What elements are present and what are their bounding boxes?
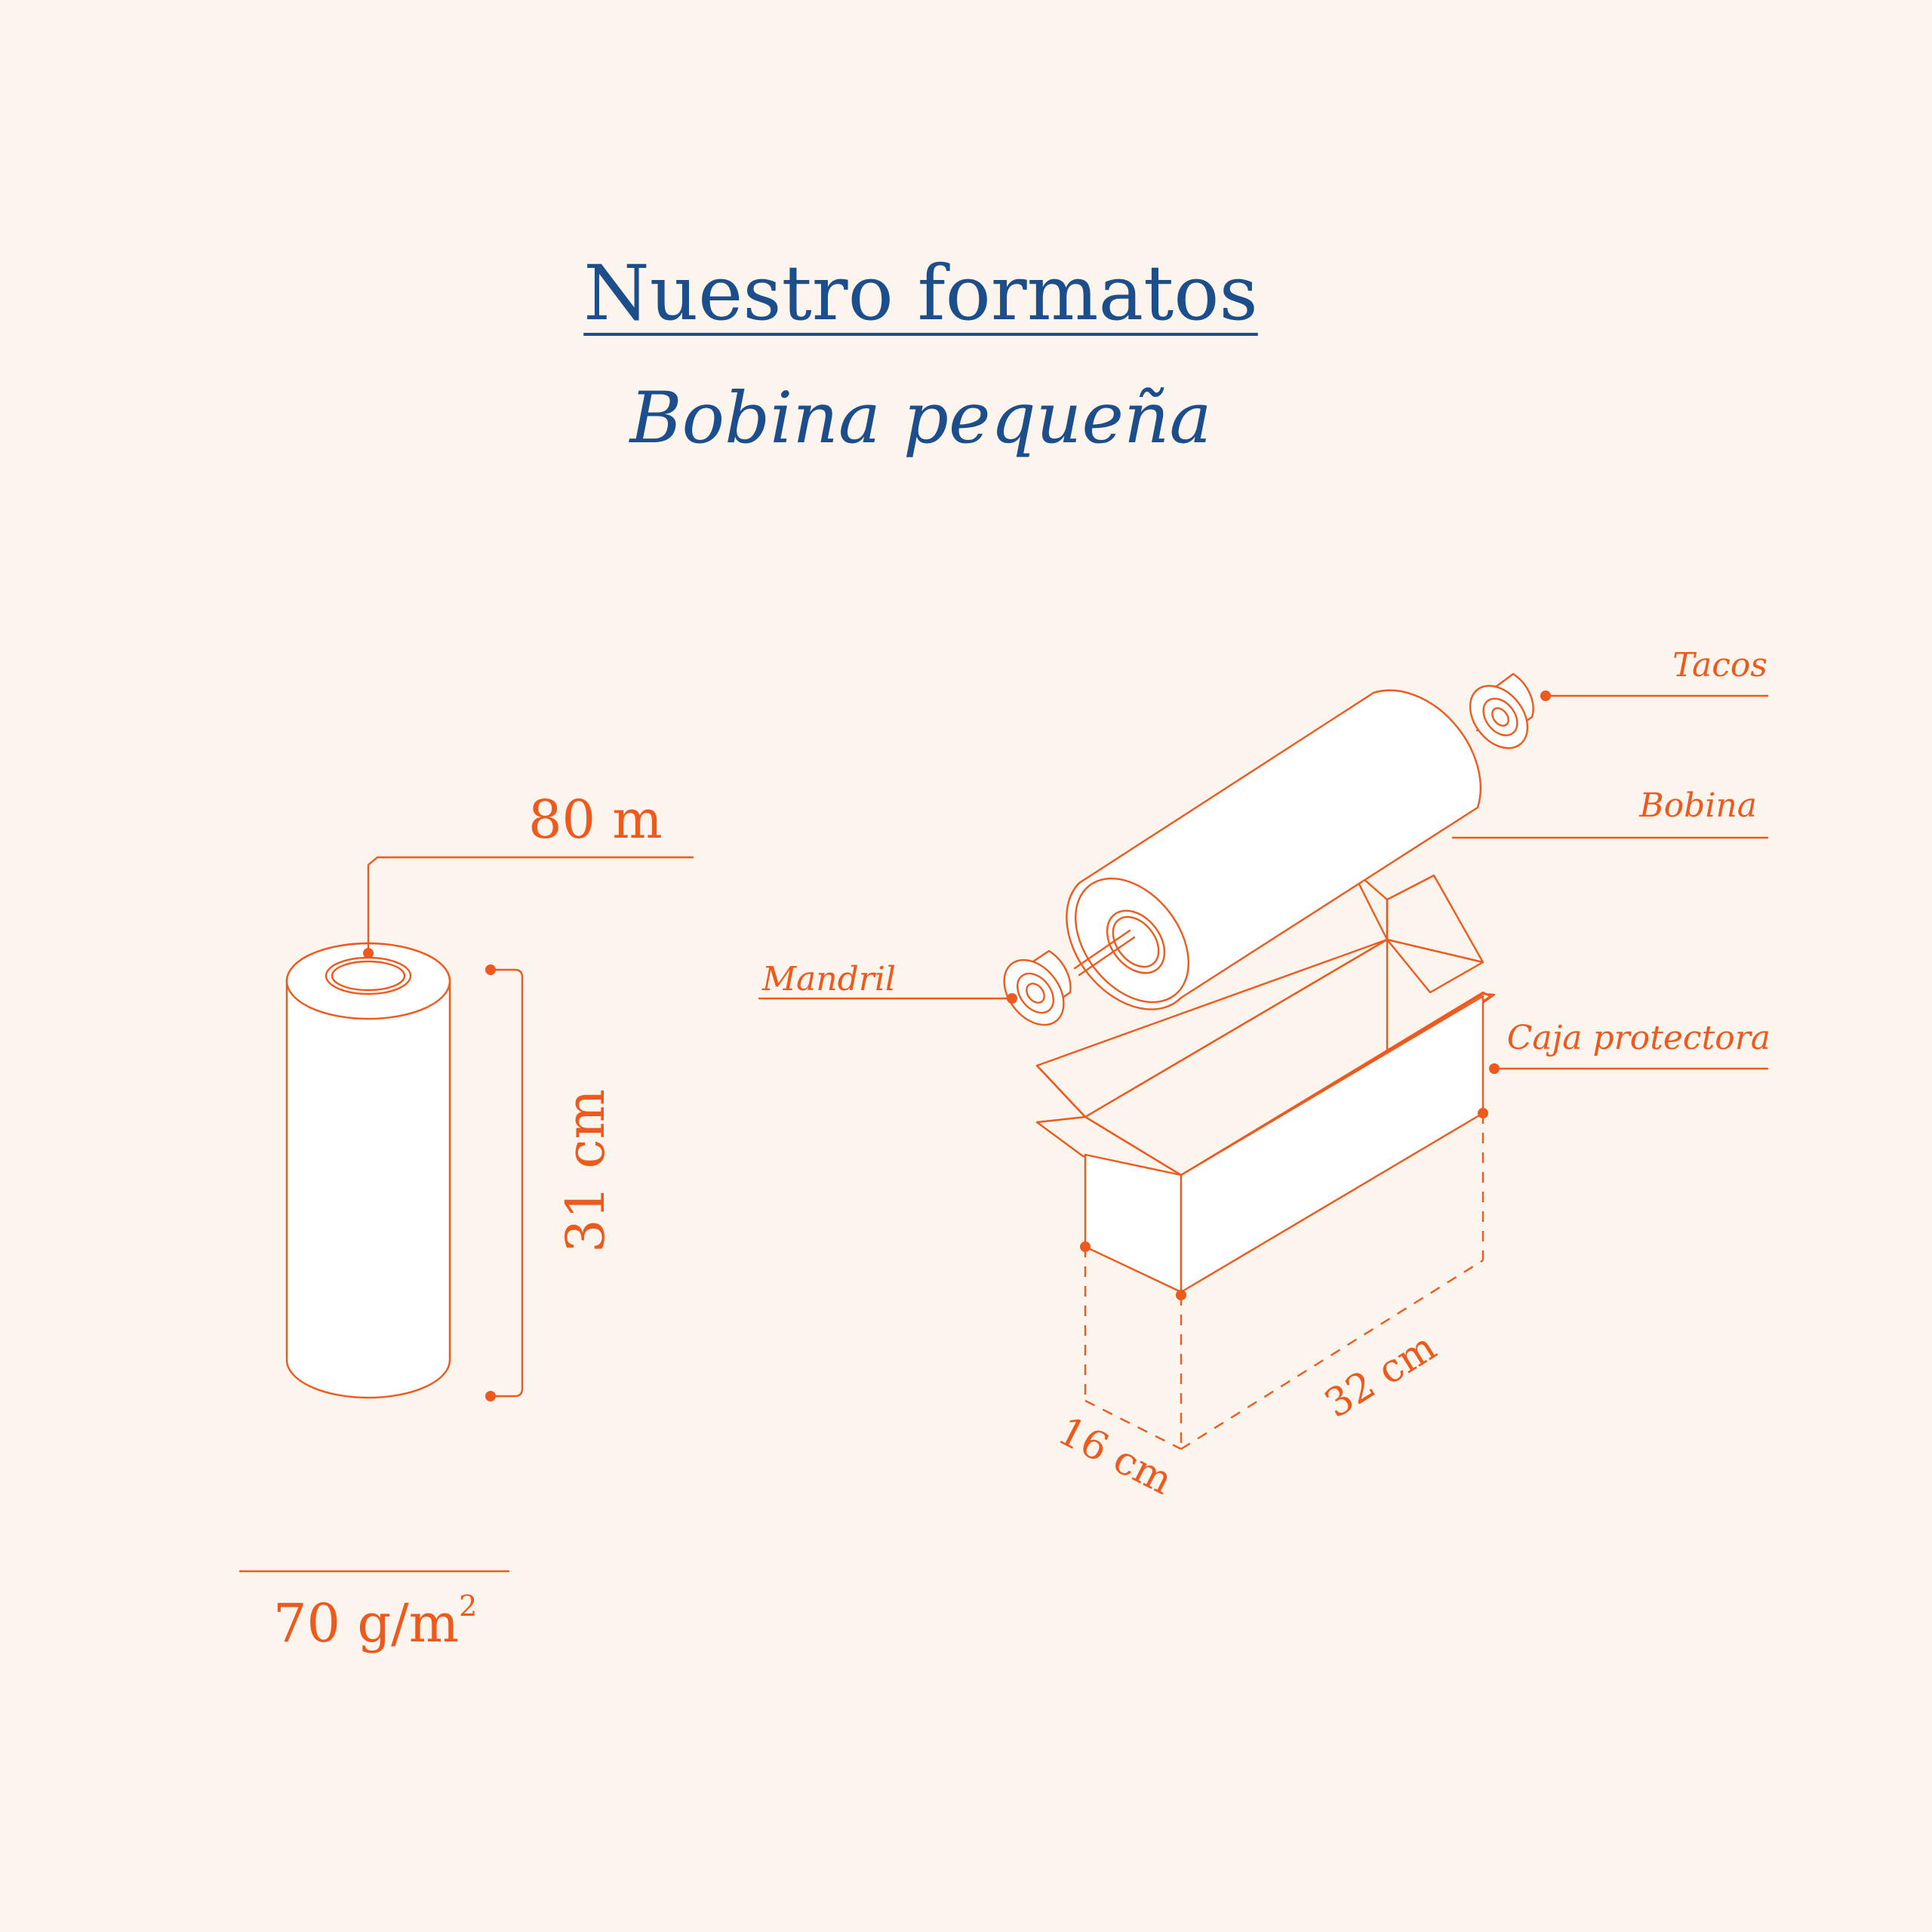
mandril-callout: Mandril xyxy=(758,960,1017,1004)
box-depth-label: 16 cm xyxy=(1051,1408,1180,1504)
length-callout: 80 m xyxy=(363,789,694,958)
protective-box xyxy=(1035,866,1496,1294)
standing-roll xyxy=(285,942,451,1399)
mandril-cap xyxy=(1003,949,1072,1026)
bobina-callout: Bobina xyxy=(1451,786,1769,839)
page-title: Nuestro formatos xyxy=(583,249,1258,337)
caja-callout: Caja protectora xyxy=(1489,1019,1770,1074)
page-subtitle: Bobina pequeña xyxy=(629,377,1212,460)
caja-label: Caja protectora xyxy=(1507,1019,1770,1057)
tacos-cap xyxy=(1469,672,1534,749)
length-label: 80 m xyxy=(528,789,663,851)
tacos-label: Tacos xyxy=(1672,646,1767,685)
grammage-label: 70 g/m2 xyxy=(273,1589,477,1654)
tacos-callout: Tacos xyxy=(1540,646,1769,701)
mandril-label: Mandril xyxy=(761,960,896,998)
bobina-roll xyxy=(1066,689,1481,1011)
grammage-callout: 70 g/m2 xyxy=(238,1570,510,1654)
height-callout: 31 cm xyxy=(485,964,617,1401)
height-label: 31 cm xyxy=(555,1089,617,1253)
bobina-label: Bobina xyxy=(1638,786,1757,825)
box-length-label: 32 cm xyxy=(1317,1324,1444,1427)
